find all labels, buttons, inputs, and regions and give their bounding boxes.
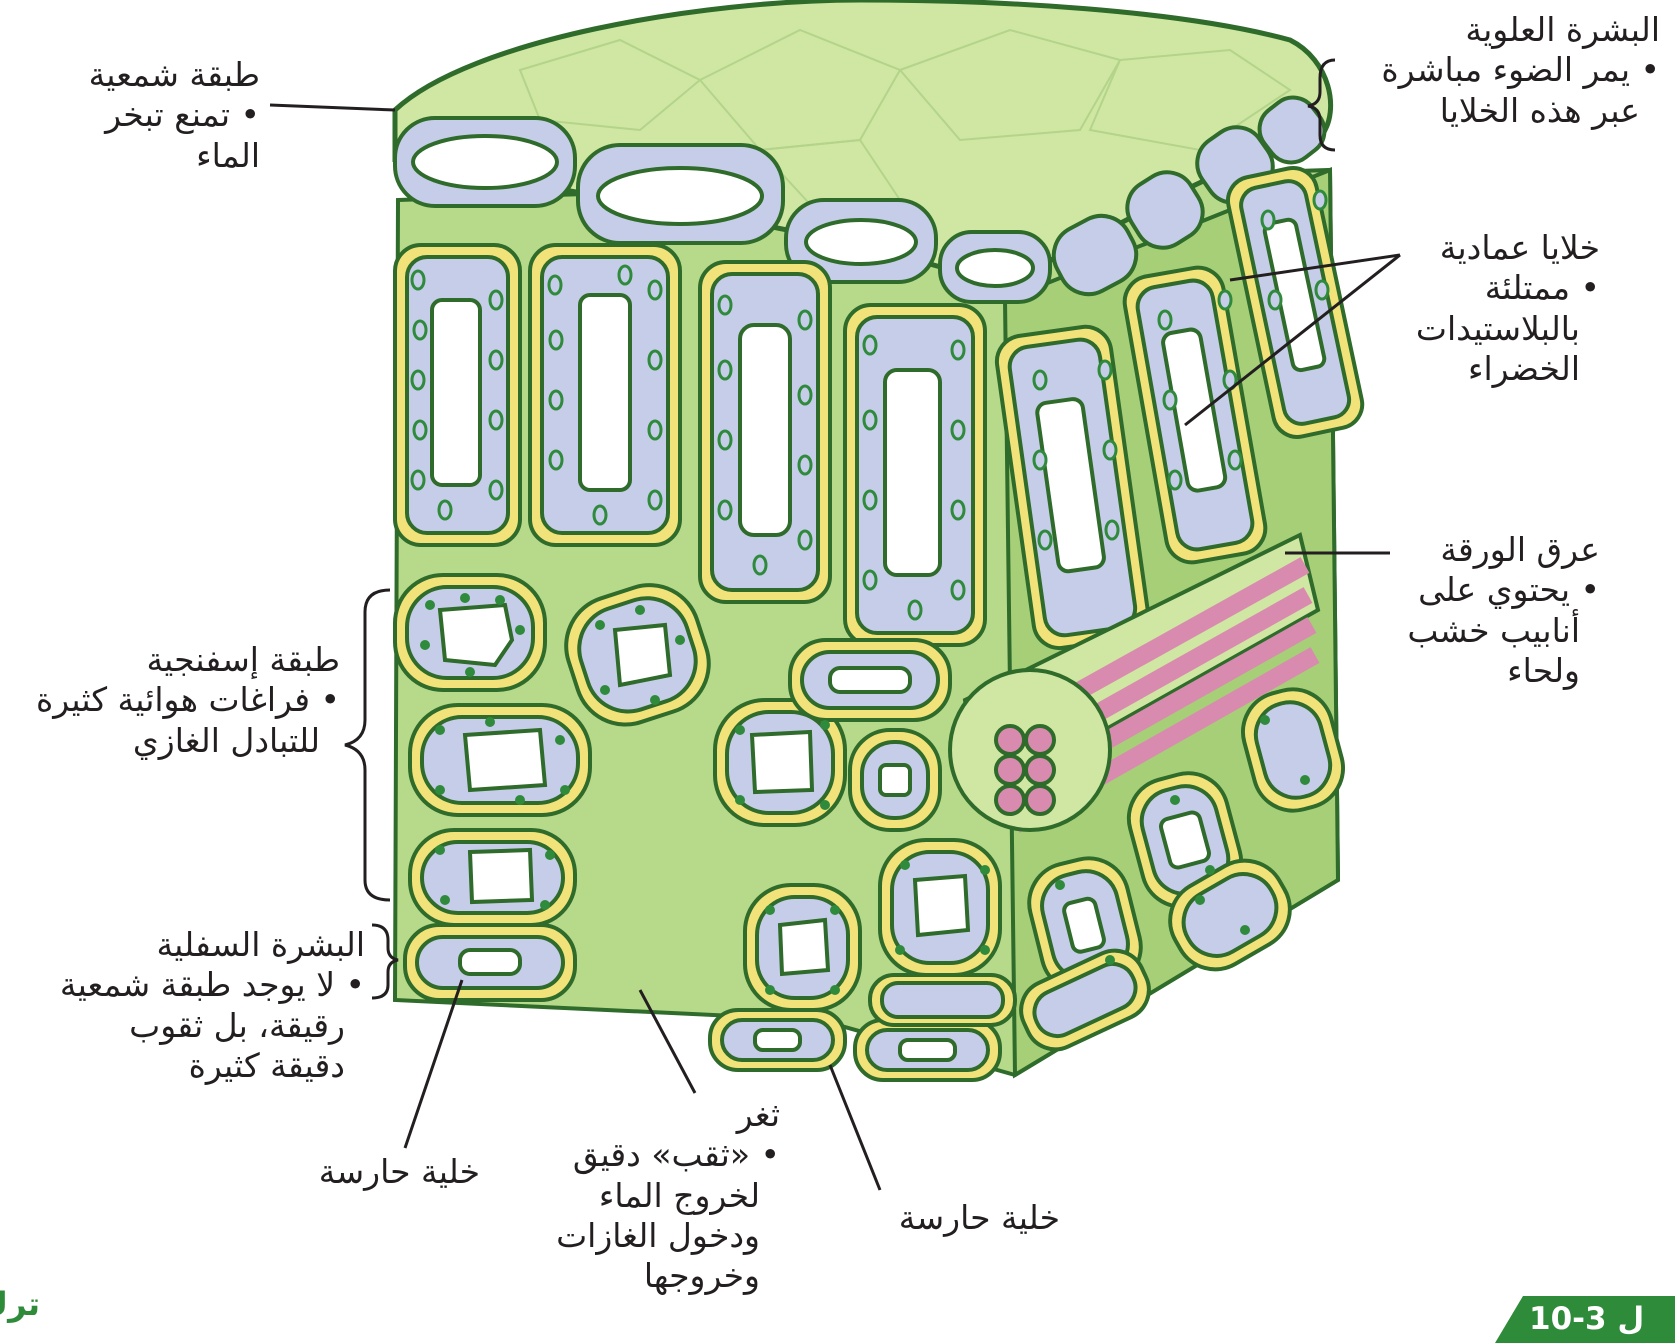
label-lower-epidermis-desc1: لا يوجد طبقة شمعية [10,965,365,1005]
label-upper-epidermis: البشرة العلوية يمر الضوء مباشرة عبر هذه … [1330,10,1660,131]
label-stoma-desc4: وخروجها [520,1256,760,1296]
label-palisade-desc1: ممتلئة [1380,268,1600,308]
label-lower-epidermis-desc3: دقيقة كثيرة [10,1046,345,1086]
label-spongy-desc1: فراغات هوائية كثيرة [0,680,340,720]
label-upper-epidermis-desc2: عبر هذه الخلايا [1330,91,1640,131]
label-vein-desc3: ولحاء [1380,651,1580,691]
label-guard-cell-right: خلية حارسة [860,1198,1060,1238]
figure-number-tab: 10-3 ل [1495,1296,1675,1343]
corner-left-text: ترك [0,1285,40,1343]
label-palisade: خلايا عمادية ممتلئة بالبلاستيدات الخضراء [1380,228,1600,389]
label-stoma-title: ثغر [520,1095,780,1135]
leader-waxy [270,105,395,110]
label-guard-cell-left-title: خلية حارسة [280,1152,480,1192]
label-upper-epidermis-desc1: يمر الضوء مباشرة [1330,50,1660,90]
label-guard-cell-left: خلية حارسة [280,1152,480,1192]
leader-guard-left [405,980,462,1148]
label-spongy: طبقة إسفنجية فراغات هوائية كثيرة للتبادل… [0,640,340,761]
label-vein-desc1: يحتوي على [1380,570,1600,610]
label-stoma-desc1: «ثقب» دقيق [520,1135,780,1175]
label-stoma: ثغر «ثقب» دقيق لخروج الماء ودخول الغازات… [520,1095,780,1296]
label-spongy-desc2: للتبادل الغازي [0,721,320,761]
label-spongy-title: طبقة إسفنجية [0,640,340,680]
label-stoma-desc2: لخروج الماء [520,1176,760,1216]
brace-spongy [345,590,390,900]
leader-guard-right [830,1065,880,1190]
label-waxy-layer-title: طبقة شمعية [40,55,260,95]
label-lower-epidermis-desc2: رقيقة، بل ثقوب [10,1006,345,1046]
label-guard-cell-right-title: خلية حارسة [860,1198,1060,1238]
label-vein: عرق الورقة يحتوي على أنابيب خشب ولحاء [1380,530,1600,691]
label-lower-epidermis: البشرة السفلية لا يوجد طبقة شمعية رقيقة،… [10,925,365,1086]
label-palisade-desc3: الخضراء [1380,349,1580,389]
label-lower-epidermis-title: البشرة السفلية [10,925,365,965]
label-palisade-desc2: بالبلاستيدات [1380,309,1580,349]
label-palisade-title: خلايا عمادية [1380,228,1600,268]
label-stoma-desc3: ودخول الغازات [520,1216,760,1256]
label-upper-epidermis-title: البشرة العلوية [1330,10,1660,50]
label-waxy-layer: طبقة شمعية تمنع تبخر الماء [40,55,260,176]
label-waxy-layer-desc: تمنع تبخر الماء [40,95,260,176]
label-vein-title: عرق الورقة [1380,530,1600,570]
label-vein-desc2: أنابيب خشب [1380,611,1580,651]
